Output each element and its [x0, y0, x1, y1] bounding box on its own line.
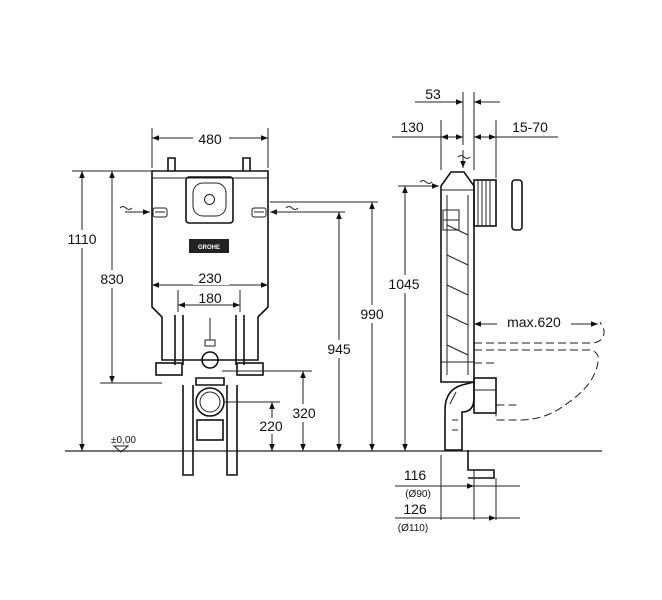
logo-text: GROHE: [198, 245, 220, 251]
dim-depth-range: 15-70: [512, 119, 548, 135]
dim-height-945: 945: [327, 341, 351, 357]
dim-height-1110: 1110: [67, 231, 96, 247]
side-dimensions: 53 130 15-70 1045 max.620 116 (Ø90): [382, 86, 598, 534]
front-view: GROHE: [119, 157, 299, 476]
floor-level-label: ±0,00: [111, 435, 136, 446]
drain-bend: [444, 381, 475, 451]
dim-depth-53: 53: [425, 86, 441, 102]
toilet-bowl-outline: [474, 321, 605, 421]
right-leg: [235, 315, 245, 365]
dim-depth-130: 130: [400, 119, 424, 135]
dim-height-1045: 1045: [388, 276, 419, 292]
dim-outlet-116: 116: [404, 467, 427, 483]
dim-height-830: 830: [100, 271, 124, 287]
dim-spacing-230: 230: [198, 270, 222, 286]
dim-spacing-180: 180: [198, 290, 222, 306]
grohe-logo: GROHE: [189, 239, 229, 253]
dim-width: 480: [198, 131, 222, 147]
side-view: [412, 150, 605, 479]
dim-outlet-116-diameter: (Ø90): [405, 489, 431, 500]
dim-height-220: 220: [259, 418, 283, 434]
front-dimensions: 480 1110 830 230 180 990 945: [62, 128, 390, 453]
left-leg: [174, 315, 184, 365]
floor-level-marker: [112, 445, 130, 453]
dim-outlet-126: 126: [403, 501, 427, 517]
dim-outlet-126-diameter: (Ø110): [398, 523, 428, 534]
dim-max-reach: max.620: [507, 314, 561, 330]
frame-body: [151, 170, 269, 361]
dim-height-320: 320: [292, 405, 316, 421]
flush-plate: [185, 176, 234, 224]
dim-height-990: 990: [360, 306, 384, 322]
side-flush-plate: [473, 179, 497, 227]
